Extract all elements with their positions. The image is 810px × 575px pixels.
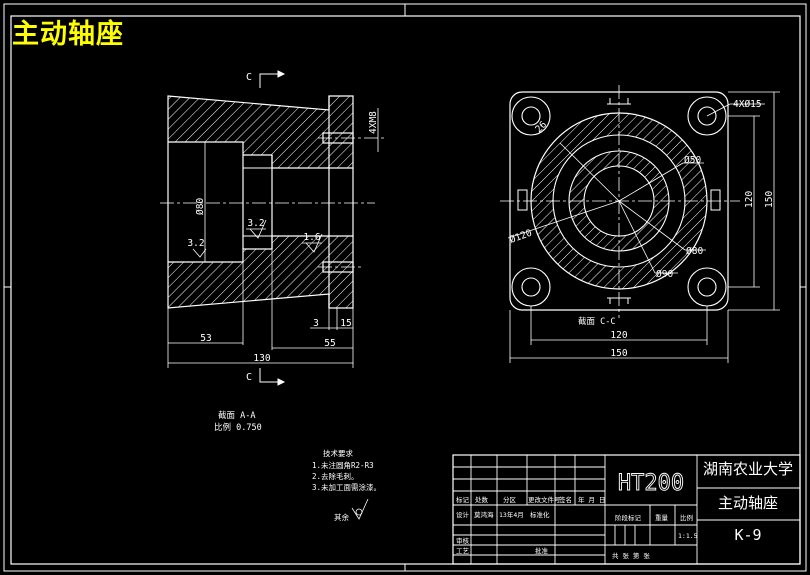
- tb-sheet-label: 共 张 第 张: [612, 551, 650, 560]
- dim-dia-80: Ø80: [686, 246, 703, 257]
- title-block: [452, 454, 801, 565]
- dim-130: 130: [253, 353, 270, 364]
- tb-label-count: 处数: [475, 495, 489, 504]
- dim-26: 26: [533, 119, 549, 135]
- tb-label-zone: 分区: [503, 495, 517, 504]
- tb-approve-label: 批准: [535, 546, 549, 555]
- section-c-top-label: C: [246, 72, 252, 83]
- section-aa-view: C C 53: [160, 70, 385, 433]
- tb-weight-label: 重量: [655, 514, 669, 522]
- surface-roughness-symbol: [351, 498, 369, 520]
- dim-150-horizontal: 150: [610, 348, 627, 359]
- dim-55: 55: [324, 338, 335, 349]
- dim-120-horizontal: 120: [610, 330, 627, 341]
- view-cc-title: 截面 C-C: [578, 316, 615, 327]
- tech-req-item-2: 2.去除毛刺。: [312, 471, 359, 481]
- roughness-3-2-mid: 3.2: [247, 218, 264, 229]
- tech-req-item-3: 3.未加工面需涂漆。: [312, 482, 381, 492]
- material-ht200: HT200: [618, 471, 684, 496]
- dim-150-vertical: 150: [764, 191, 775, 208]
- tb-label-file: 更改文件号: [528, 495, 561, 504]
- tech-requirements: 技术要求 1.未注圆角R2-R3 2.去除毛刺。 3.未加工面需涂漆。 其余: [312, 448, 381, 522]
- section-c-bottom-label: C: [246, 372, 252, 383]
- part-name: 主动轴座: [718, 494, 778, 512]
- tech-req-heading: 技术要求: [323, 448, 353, 458]
- tb-scale-label: 比例: [680, 513, 693, 522]
- dim-15: 15: [340, 318, 351, 329]
- dim-holes-4x15: 4XØ15: [733, 99, 762, 110]
- tb-label-sign: 签名: [559, 495, 572, 504]
- tb-design-label: 设计: [456, 510, 470, 519]
- tb-stage-label: 阶段标记: [615, 513, 642, 522]
- tb-designer-name: 莫鸿海: [474, 510, 494, 519]
- drawing-title: 主动轴座: [12, 19, 124, 50]
- tb-label-date: 年 月 日: [578, 495, 605, 504]
- tb-scale-value: 1:1.5: [678, 532, 698, 540]
- dim-dia-90: Ø90: [656, 269, 673, 280]
- dim-3: 3: [313, 318, 319, 329]
- view-aa-title: 截面 A-A: [218, 410, 255, 421]
- dim-dia-50: Ø50: [684, 155, 701, 166]
- tb-review-label: 审核: [456, 536, 470, 545]
- tb-label-mark: 标记: [456, 495, 470, 504]
- dim-53: 53: [200, 333, 211, 344]
- roughness-1-6: 1.6: [303, 232, 320, 243]
- drawing-number: K-9: [734, 526, 761, 544]
- section-cc-view: 4XØ15 26 Ø50 Ø120 Ø80 Ø90 120 150 120 15…: [500, 85, 780, 363]
- view-aa-scale: 比例 0.750: [214, 422, 262, 433]
- outer-frame: [3, 3, 807, 572]
- surface-note: 其余: [334, 512, 349, 522]
- tb-process-label: 工艺: [456, 547, 470, 555]
- dim-dia-120: Ø120: [508, 228, 534, 246]
- frame-ticks: [4, 4, 806, 571]
- dim-bore-80: Ø80: [195, 198, 206, 215]
- tb-design-date: 13年4月: [499, 510, 524, 519]
- tb-standard-label: 标准化: [530, 510, 550, 519]
- roughness-symbols: [192, 219, 323, 258]
- roughness-3-2-left: 3.2: [187, 238, 204, 249]
- school-name: 湖南农业大学: [703, 460, 793, 478]
- upper-wall-hatch: [167, 95, 354, 169]
- dim-120-vertical: 120: [744, 191, 755, 208]
- dim-thread-4xm8: 4XM8: [368, 111, 379, 134]
- tech-req-item-1: 1.未注圆角R2-R3: [312, 460, 374, 470]
